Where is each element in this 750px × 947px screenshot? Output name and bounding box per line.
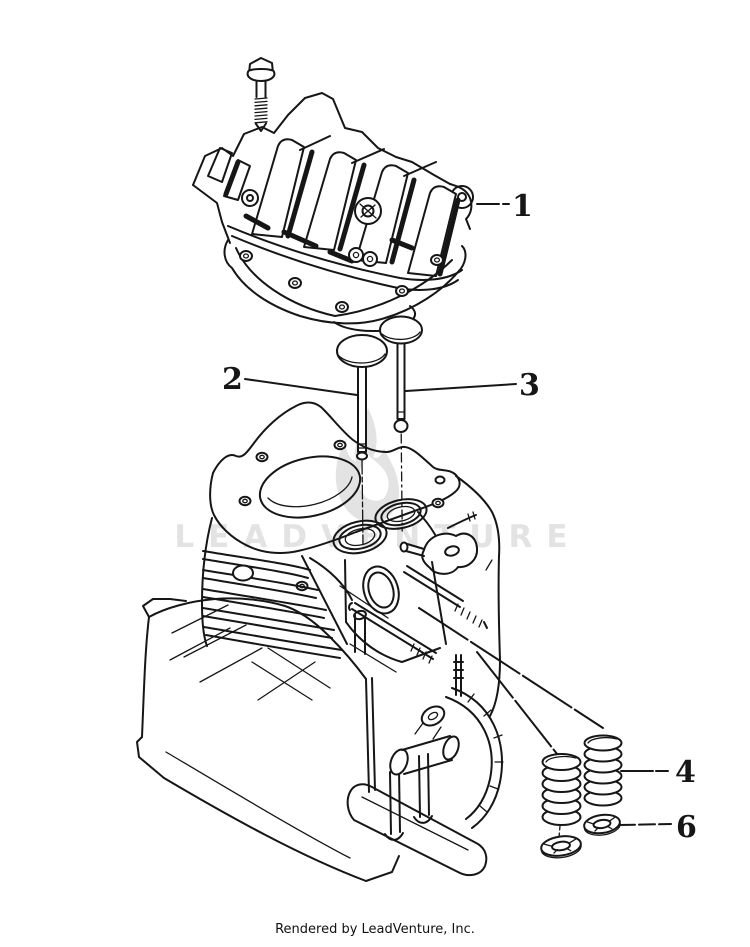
head-bolt bbox=[246, 57, 276, 132]
callout-1[interactable]: 1 bbox=[476, 189, 533, 224]
callout-6-leader bbox=[618, 823, 672, 826]
watermark-flame-cutout bbox=[358, 452, 389, 501]
crankcase-body bbox=[136, 597, 400, 882]
crankcase-mouth bbox=[346, 687, 504, 877]
callout-6-label[interactable]: 6 bbox=[676, 810, 697, 845]
callout-4-label[interactable]: 4 bbox=[675, 755, 696, 790]
cylinder-fins bbox=[201, 517, 348, 659]
cylinder-block bbox=[136, 401, 504, 882]
callout-3-leader bbox=[405, 383, 517, 392]
fin-boss bbox=[232, 564, 254, 582]
callout-2-label[interactable]: 2 bbox=[222, 362, 243, 397]
valve-spring-right bbox=[583, 734, 623, 807]
callout-4[interactable]: 4 bbox=[620, 755, 696, 790]
callout-2[interactable]: 2 bbox=[222, 362, 358, 397]
watermark: LEADVENTURE bbox=[174, 408, 568, 555]
callout-2-leader bbox=[244, 378, 358, 396]
spring-leader-lines bbox=[418, 607, 604, 760]
callout-6[interactable]: 6 bbox=[618, 810, 697, 845]
valve-spring-left bbox=[541, 753, 582, 826]
retainer-axis-dash bbox=[558, 825, 561, 838]
block-right-edge bbox=[455, 475, 501, 717]
callout-1-label[interactable]: 1 bbox=[512, 189, 533, 224]
render-credit: Rendered by LeadVenture, Inc. bbox=[275, 922, 475, 937]
cylinder-bore bbox=[258, 455, 362, 519]
head-gasket bbox=[223, 239, 467, 332]
pushrod-studs bbox=[348, 565, 488, 697]
spring-retainer-left bbox=[540, 835, 582, 859]
head-fins bbox=[207, 135, 461, 277]
valve-port-left bbox=[332, 519, 388, 555]
spring-retainer-right bbox=[583, 813, 621, 836]
valve-chamber bbox=[344, 559, 447, 663]
cylinder-head bbox=[192, 92, 474, 332]
rocker-boss bbox=[399, 511, 479, 575]
block-top-flange bbox=[209, 401, 461, 554]
valve-port-right bbox=[374, 498, 428, 530]
surface-hatching bbox=[169, 585, 397, 701]
callout-3[interactable]: 3 bbox=[405, 368, 540, 403]
callout-3-label[interactable]: 3 bbox=[519, 368, 540, 403]
